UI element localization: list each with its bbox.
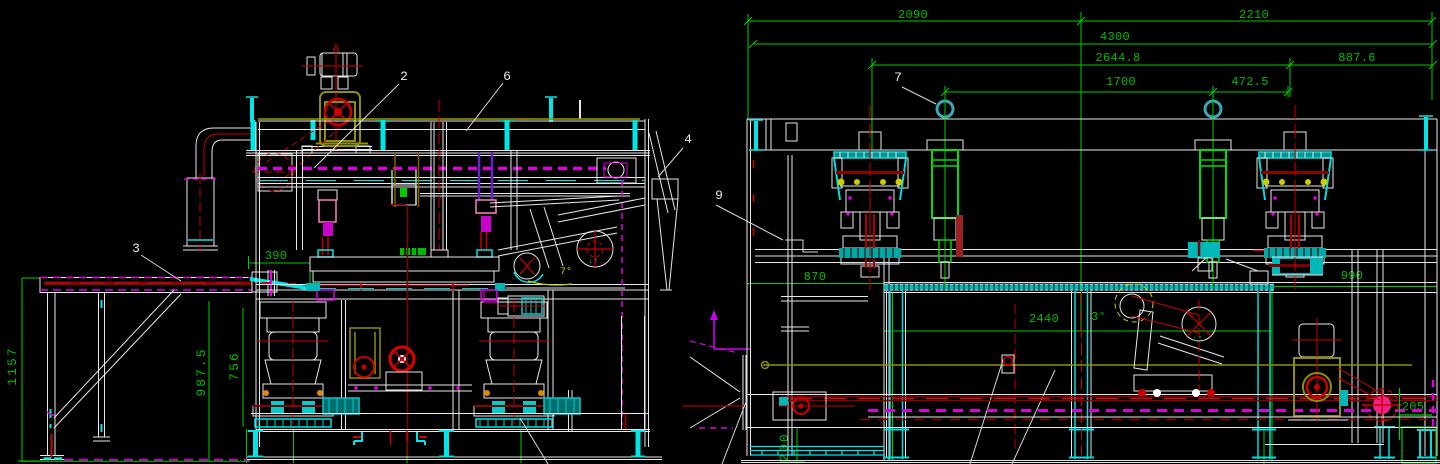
- svg-text:2440: 2440: [1029, 312, 1059, 326]
- svg-text:870: 870: [804, 270, 827, 284]
- svg-text:↓↑: ↓↑: [588, 256, 599, 266]
- svg-text:887.6: 887.6: [1338, 51, 1376, 65]
- svg-text:390: 390: [265, 249, 288, 263]
- svg-text:7°: 7°: [560, 266, 572, 278]
- svg-text:6: 6: [503, 69, 511, 84]
- svg-text:2090: 2090: [898, 8, 928, 22]
- svg-text:4300: 4300: [1100, 30, 1130, 44]
- svg-text:3: 3: [132, 241, 140, 256]
- svg-text:987.5: 987.5: [194, 347, 209, 396]
- svg-text:4: 4: [684, 132, 692, 147]
- svg-text:2210: 2210: [1239, 8, 1269, 22]
- svg-text:9: 9: [715, 188, 723, 203]
- svg-text:756: 756: [227, 351, 242, 380]
- svg-text:2644.8: 2644.8: [1095, 51, 1140, 65]
- svg-text:1700: 1700: [1106, 75, 1136, 89]
- svg-text:2: 2: [400, 69, 408, 84]
- svg-text:3°: 3°: [1091, 310, 1106, 324]
- svg-text:1157: 1157: [5, 346, 20, 385]
- svg-text:↓↑: ↓↑: [1192, 334, 1203, 344]
- svg-text:472.5: 472.5: [1231, 75, 1269, 89]
- svg-text:7: 7: [894, 70, 902, 85]
